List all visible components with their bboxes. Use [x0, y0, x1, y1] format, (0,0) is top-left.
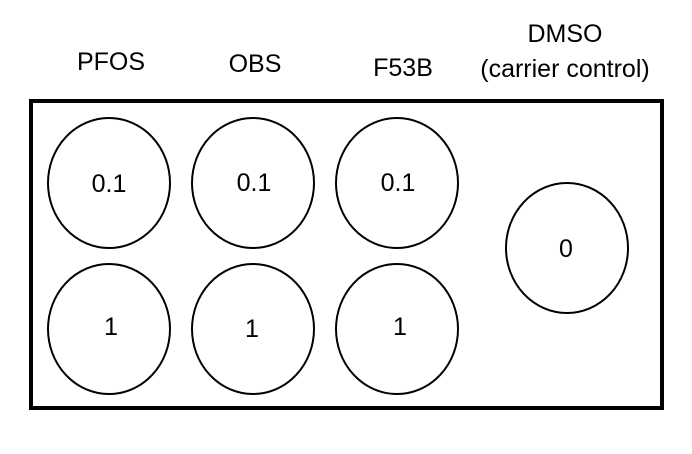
- well-obs-bottom: 1: [191, 263, 315, 395]
- column-label-dmso: DMSO: [527, 20, 603, 48]
- well-circle: [47, 117, 171, 249]
- well-f53b-top: 0.1: [335, 117, 459, 249]
- column-label-obs: OBS: [228, 50, 282, 78]
- well-pfos-top: 0.1: [47, 117, 171, 249]
- well-label: 0: [559, 235, 573, 263]
- well-label: 0.1: [381, 169, 416, 197]
- well-pfos-bottom: 1: [47, 263, 171, 395]
- well-circle: [47, 263, 171, 395]
- well-circle: [335, 117, 459, 249]
- well-circle: [191, 117, 315, 249]
- plate-outline: [29, 99, 664, 410]
- well-label: 0.1: [237, 169, 272, 197]
- well-circle: [335, 263, 459, 395]
- column-label-f53b: F53B: [373, 54, 433, 82]
- well-dmso: 0: [505, 182, 629, 314]
- well-label: 0.1: [92, 170, 127, 198]
- column-sublabel-dmso: (carrier control): [480, 55, 650, 83]
- well-circle: [505, 182, 629, 314]
- well-obs-top: 0.1: [191, 117, 315, 249]
- well-f53b-bottom: 1: [335, 263, 459, 395]
- well-label: 1: [393, 313, 407, 341]
- well-circle: [191, 263, 315, 395]
- well-label: 1: [104, 313, 118, 341]
- well-label: 1: [245, 315, 259, 343]
- column-label-pfos: PFOS: [76, 48, 146, 76]
